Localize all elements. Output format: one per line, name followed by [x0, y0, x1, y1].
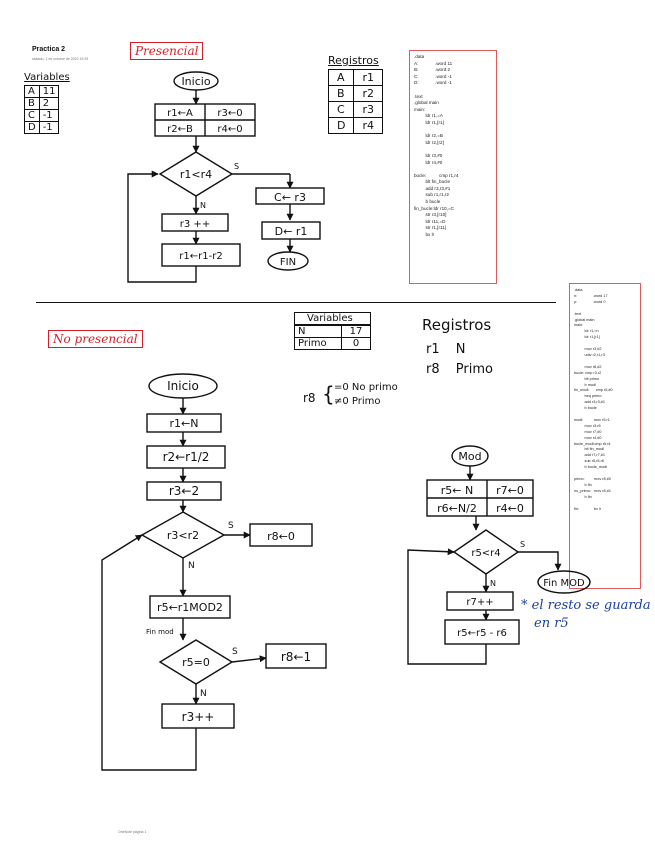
flow1-init-d: r4←0 — [217, 124, 242, 135]
r8-legend-reg: r8 — [303, 391, 316, 405]
reg-name: r8 — [426, 362, 440, 377]
flow2-s3-box — [146, 481, 222, 501]
brace-icon: { — [322, 382, 335, 406]
flow2-start-label: Inicio — [167, 379, 199, 393]
note-line-1: * el resto se guarda — [521, 598, 651, 613]
section-label-presencial: Presencial — [130, 42, 204, 60]
flow1-loop-b-label: r1←r1-r2 — [179, 251, 222, 262]
flow2-no2-label: N — [200, 689, 207, 699]
flow1-no-label: N — [200, 201, 206, 210]
variables-table-2-header: Variables — [294, 312, 371, 325]
flow2-s3-label: r3←2 — [169, 484, 199, 498]
note-line-2: en r5 — [534, 616, 569, 631]
registers-table-1-header: Registros — [328, 54, 379, 67]
flow3-b-label: r7←0 — [496, 484, 524, 497]
page-date: sábado, 1 de octubre de 2022 19:29 — [32, 57, 89, 61]
table-row: D-1 — [24, 121, 60, 134]
flow3-inc-label: r7++ — [466, 597, 493, 608]
flow2-yes1-label: S — [228, 521, 234, 531]
flow3-cond-label: r5<r4 — [471, 548, 500, 559]
flow3-end-label: Fin MOD — [543, 578, 585, 589]
section-divider — [36, 302, 556, 303]
code-box-1: .data A: .word 11 B: .word 2 C: .word -1… — [409, 50, 497, 284]
flow3-c-label: r6←N/2 — [437, 502, 477, 515]
flow1-end-label: FIN — [280, 257, 296, 268]
flow3-inc-box — [446, 591, 514, 611]
flow1-start-label: Inicio — [181, 75, 210, 88]
registers-2-row-1: r1 N — [426, 342, 466, 357]
flow2-r8one-label: r8←1 — [281, 650, 311, 664]
cell: r4 — [353, 117, 384, 134]
reg-value: Primo — [455, 362, 493, 377]
cell: r2 — [353, 85, 384, 102]
code-listing-1: .data A: .word 11 B: .word 2 C: .word -1… — [414, 54, 459, 238]
flow2-s2-box — [146, 445, 226, 469]
page-footer: OneNote página 1 — [118, 830, 147, 834]
flow1-init-c: r2←B — [167, 124, 193, 135]
flow2-mod-box — [149, 595, 231, 619]
flow2-cond1-label: r3<r2 — [167, 529, 199, 542]
r8-legend-eq: =0 No primo — [334, 382, 398, 393]
flow2-cond2-label: r5=0 — [182, 656, 210, 669]
flow2-finmod-tag: Fin mod — [146, 628, 174, 636]
flow3-end-shape — [537, 570, 591, 594]
flow1-init-a: r1←A — [167, 108, 193, 119]
flow1-cond-label: r1<r4 — [180, 168, 212, 181]
flow1-end-b-label: D← r1 — [275, 225, 308, 238]
flow3-sub-label: r5←r5 - r6 — [457, 628, 507, 639]
flow2-r8zero-label: r8←0 — [267, 530, 295, 543]
reg-value: N — [455, 342, 466, 357]
section-label-no-presencial: No presencial — [48, 330, 143, 348]
code-listing-2: .data n: .word 17 p: .word 0 .text .glob… — [574, 288, 613, 511]
flow1-end-shape — [267, 251, 309, 271]
cell: -1 — [38, 121, 60, 134]
flow1-loop-a-label: r3 ++ — [180, 219, 210, 230]
variables-table-1-header: Variables — [24, 72, 70, 83]
flow2-r8one-box — [265, 643, 327, 669]
flow1-end-b-box — [261, 221, 321, 240]
flow1-loop-b-box — [161, 243, 241, 267]
flow1-end-a-label: C← r3 — [274, 191, 306, 204]
code-box-2: .data n: .word 17 p: .word 0 .text .glob… — [569, 283, 641, 589]
flow2-inc-label: r3++ — [182, 710, 215, 724]
registers-2-row-2: r8 Primo — [426, 362, 493, 377]
flow2-yes2-label: S — [232, 647, 238, 657]
flow3-d-label: r4←0 — [496, 502, 524, 515]
flow2-s1-label: r1←N — [170, 417, 199, 430]
flow1-init-b: r3←0 — [217, 108, 242, 119]
flow1-loop-a-box — [161, 213, 229, 232]
cell: D — [327, 117, 355, 134]
flow2-r8zero-box — [249, 523, 313, 547]
flow3-no-label: N — [490, 579, 496, 588]
r8-legend-neq: ≠0 Primo — [334, 396, 381, 407]
flow2-no1-label: N — [188, 561, 195, 571]
flow3-yes-label: S — [520, 540, 525, 549]
registers-2-header: Registros — [422, 316, 492, 334]
flow2-mod-label: r5←r1MOD2 — [157, 601, 223, 614]
flow2-s1-box — [146, 413, 222, 433]
flow3-a-label: r5← N — [441, 484, 473, 497]
flow3-sub-box — [444, 619, 520, 645]
flow2-inc-box — [161, 703, 235, 729]
flow2-s2-label: r2←r1/2 — [163, 450, 210, 464]
reg-name: r1 — [426, 342, 440, 357]
cell: 0 — [341, 337, 371, 350]
flow3-start-label: Mod — [458, 450, 481, 463]
flow1-yes-label: S — [234, 162, 239, 171]
page-title: Practica 2 — [32, 46, 66, 53]
